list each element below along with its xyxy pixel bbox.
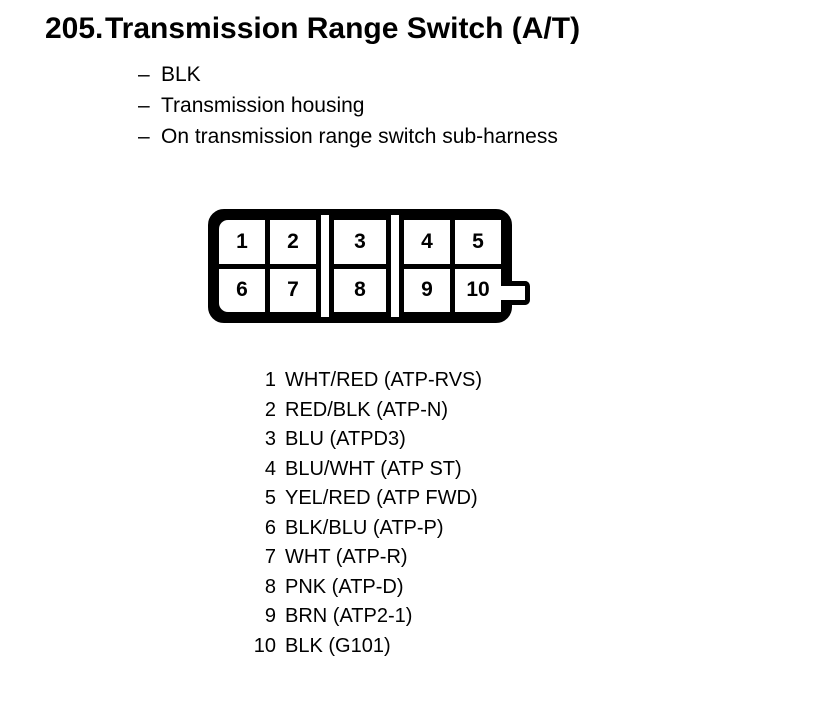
pin-cell-9: 9	[404, 268, 450, 312]
pin-number: 8	[264, 575, 276, 598]
pin-label: RED/BLK (ATP-N)	[285, 398, 448, 421]
pin-label: BRN (ATP2-1)	[285, 605, 413, 627]
pin-cell-2: 2	[270, 220, 316, 264]
detail-text: BLK	[161, 63, 201, 86]
pin-number: 5	[264, 487, 276, 509]
pin-label: YEL/RED (ATP FWD)	[285, 487, 478, 509]
item-number: 205.	[45, 12, 104, 45]
pin-number: 3	[264, 428, 276, 450]
pin-cell-10: 10	[455, 268, 501, 312]
pin-label: BLU (ATPD3)	[285, 428, 406, 450]
connector-key-tab-neck	[501, 286, 517, 300]
pin-number: 4	[264, 457, 276, 480]
detail-text: Transmission housing	[161, 94, 365, 117]
connector-block-middle: 3 8	[329, 215, 391, 317]
connector-block-right: 4 5 9 10	[399, 215, 506, 317]
pin-cell-7: 7	[270, 268, 316, 312]
pin-number: 9	[264, 605, 276, 627]
pin-label: BLK/BLU (ATP-P)	[285, 516, 444, 539]
dash-icon: –	[138, 63, 150, 86]
pin-list: 1 WHT/RED (ATP-RVS) 2 RED/BLK (ATP-N) 3 …	[240, 366, 482, 661]
pin-label: PNK (ATP-D)	[285, 575, 404, 598]
pin-number: 10	[253, 634, 276, 657]
pin-cell-6: 6	[219, 268, 265, 312]
detail-item: – Transmission housing	[138, 90, 558, 121]
pin-cell-4: 4	[404, 220, 450, 264]
pin-label: WHT (ATP-R)	[285, 546, 408, 568]
pin-number: 7	[264, 546, 276, 568]
pin-label: WHT/RED (ATP-RVS)	[285, 369, 483, 391]
figure-heading: 205. Transmission Range Switch (A/T)	[45, 12, 580, 46]
detail-list: – BLK – Transmission housing – On transm…	[138, 59, 558, 152]
dash-icon: –	[138, 125, 150, 148]
pin-number: 6	[264, 516, 276, 539]
connector-block-left: 1 2 6 7	[214, 215, 321, 317]
connector-diagram: 1 2 6 7 3 8 4 5 9 10	[208, 209, 530, 323]
page-title: Transmission Range Switch (A/T)	[105, 12, 581, 45]
pin-cell-8: 8	[334, 268, 386, 312]
pin-cell-1: 1	[219, 220, 265, 264]
dash-icon: –	[138, 94, 150, 117]
detail-item: – On transmission range switch sub-harne…	[138, 121, 558, 152]
detail-text: On transmission range switch sub-harness	[161, 125, 558, 148]
pin-number: 1	[264, 369, 276, 391]
pin-cell-3: 3	[334, 220, 386, 264]
pin-label: BLK (G101)	[285, 634, 391, 657]
pin-cell-5: 5	[455, 220, 501, 264]
pin-label: BLU/WHT (ATP ST)	[285, 457, 462, 480]
detail-item: – BLK	[138, 59, 558, 90]
pin-number: 2	[264, 398, 276, 421]
